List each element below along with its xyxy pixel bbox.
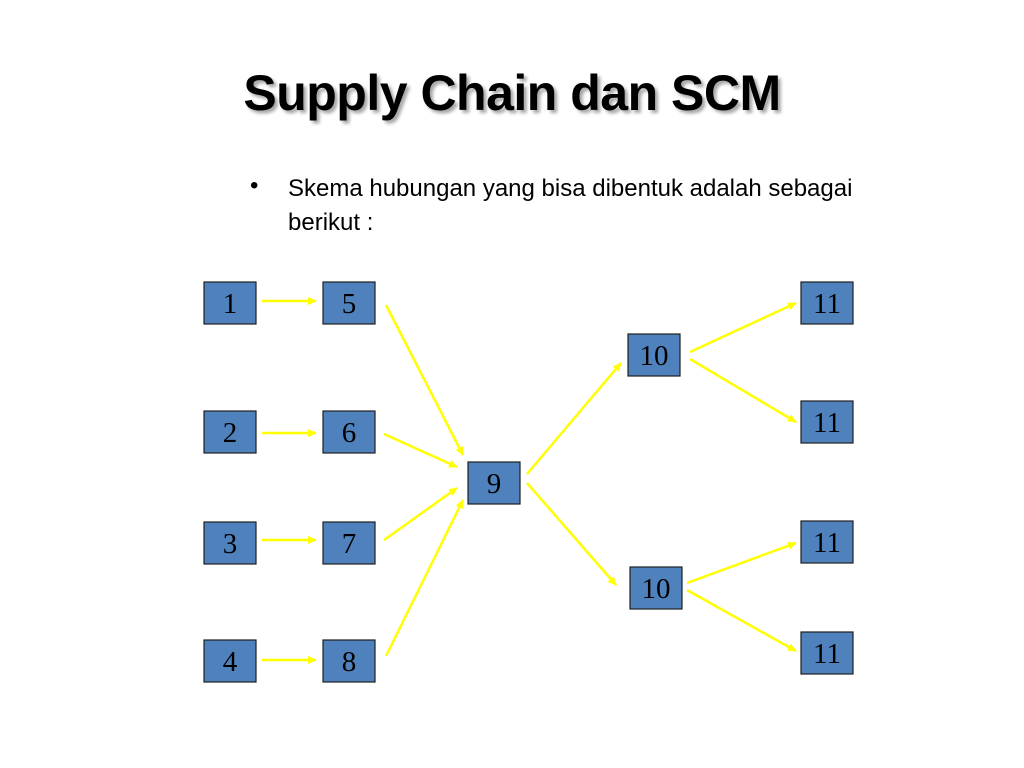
node-label-n10b: 10: [642, 573, 671, 605]
arrow-n5-to-n9: [384, 304, 465, 456]
node-label-n8: 8: [342, 646, 357, 678]
node-box-n11d: 11: [800, 631, 854, 675]
node-rect-n7: [322, 521, 376, 565]
node-rect-n10b: [629, 566, 683, 610]
node-rect-n10a: [627, 333, 681, 377]
bullet-line-1: Skema hubungan yang bisa dibentuk adalah…: [288, 175, 853, 202]
node-rect-n5: [322, 281, 376, 325]
arrow-n10b-to-n11c: [686, 541, 797, 585]
node-box-n8: 8: [322, 639, 376, 683]
node-label-n11c: 11: [813, 527, 841, 559]
bullet-line-2: berikut :: [288, 209, 374, 236]
arrow-n10a-to-n11a: [689, 301, 797, 354]
node-label-n7: 7: [342, 528, 357, 560]
node-label-n5: 5: [342, 288, 357, 320]
node-box-n4: 4: [203, 639, 257, 683]
node-rect-n9: [467, 461, 521, 505]
node-label-n3: 3: [223, 528, 238, 560]
node-box-n9: 9: [467, 461, 521, 505]
node-rect-n4: [203, 639, 257, 683]
node-label-n11d: 11: [813, 638, 841, 670]
node-rect-n11d: [800, 631, 854, 675]
node-box-n11b: 11: [800, 400, 854, 444]
bullet-marker: •: [250, 172, 259, 199]
node-rect-n3: [203, 521, 257, 565]
arrow-n8-to-n9: [384, 499, 465, 657]
node-label-n1: 1: [223, 288, 238, 320]
node-box-n2: 2: [203, 410, 257, 454]
node-label-n6: 6: [342, 417, 357, 449]
node-box-n1: 1: [203, 281, 257, 325]
diagram-arrows: [262, 297, 797, 664]
arrow-n10b-to-n11d: [686, 588, 797, 653]
node-rect-n11c: [800, 520, 854, 564]
arrow-n10a-to-n11b: [689, 357, 797, 424]
node-label-n11b: 11: [813, 407, 841, 439]
node-box-n5: 5: [322, 281, 376, 325]
node-box-n3: 3: [203, 521, 257, 565]
arrow-n9-to-n10a: [526, 362, 622, 475]
arrow-n6-to-n9: [383, 432, 458, 469]
node-box-n10a: 10: [627, 333, 681, 377]
node-rect-n2: [203, 410, 257, 454]
node-rect-n11b: [800, 400, 854, 444]
node-box-n11c: 11: [800, 520, 854, 564]
node-box-n6: 6: [322, 410, 376, 454]
arrow-n9-to-n10b: [526, 482, 617, 586]
node-label-n11a: 11: [813, 288, 841, 320]
node-label-n2: 2: [223, 417, 238, 449]
node-rect-n1: [203, 281, 257, 325]
arrow-n7-to-n9: [383, 486, 458, 542]
node-rect-n8: [322, 639, 376, 683]
node-rect-n11a: [800, 281, 854, 325]
node-rect-n6: [322, 410, 376, 454]
slide-title: Supply Chain dan SCM: [243, 65, 781, 121]
node-box-n10b: 10: [629, 566, 683, 610]
node-box-n11a: 11: [800, 281, 854, 325]
node-label-n4: 4: [223, 646, 238, 678]
node-label-n9: 9: [487, 468, 502, 500]
diagram-nodes: 1 2 3 4 5 6 7 8 9 10 10 11 11 11 11: [203, 281, 854, 683]
node-box-n7: 7: [322, 521, 376, 565]
bullet-text: Skema hubungan yang bisa dibentuk adalah…: [288, 172, 968, 240]
node-label-n10a: 10: [640, 340, 669, 372]
